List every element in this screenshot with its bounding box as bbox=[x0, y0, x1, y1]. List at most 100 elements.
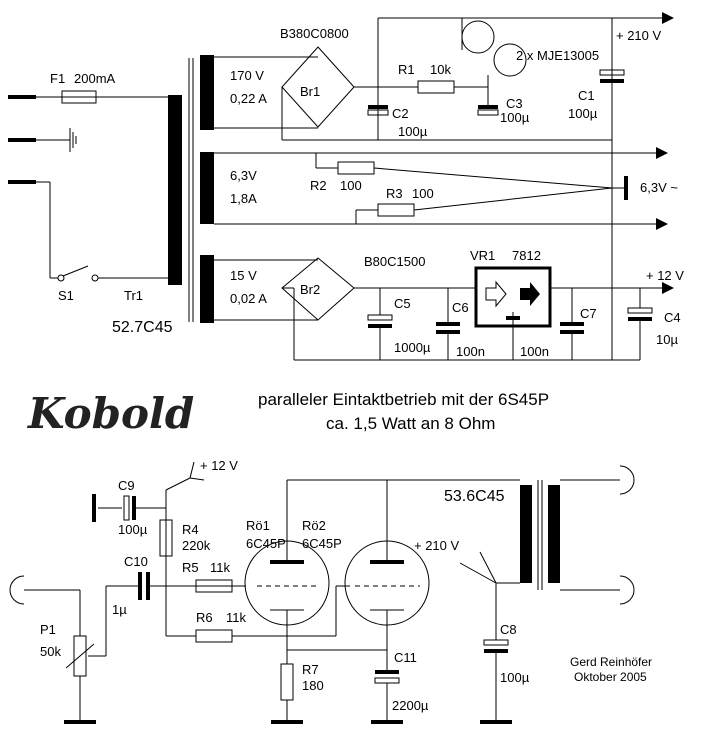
bridge-br1 bbox=[281, 46, 355, 128]
c11-label: C11 bbox=[394, 650, 417, 665]
br1-label: Br1 bbox=[300, 84, 320, 99]
mains-input bbox=[8, 90, 160, 282]
c2-label: C2 bbox=[392, 106, 409, 121]
ro1-label: Rö1 bbox=[246, 518, 270, 533]
r4-label: R4 bbox=[182, 522, 199, 537]
c3-label: C3 bbox=[506, 96, 523, 111]
br2-type: B80C1500 bbox=[364, 254, 425, 269]
c1-value: 100µ bbox=[568, 106, 598, 121]
c1-capacitor bbox=[599, 69, 625, 76]
r2-resistor bbox=[337, 161, 375, 175]
amp-12v-label: + 12 V bbox=[200, 458, 238, 473]
f1-value: 200mA bbox=[74, 71, 116, 86]
p1-label: P1 bbox=[40, 622, 56, 637]
out-63-label: 6,3V ~ bbox=[640, 180, 678, 195]
r5-resistor bbox=[195, 579, 233, 593]
r7-resistor bbox=[280, 663, 294, 701]
c9-capacitor bbox=[123, 495, 130, 521]
output-transformer-type: 53.6C45 bbox=[444, 488, 505, 505]
r7-value: 180 bbox=[302, 678, 324, 693]
out-210-arrow bbox=[662, 12, 674, 24]
sec2-current: 1,8A bbox=[230, 191, 257, 206]
c10-label: C10 bbox=[124, 554, 148, 569]
transistor-q1 bbox=[461, 20, 495, 54]
out-12-label: + 12 V bbox=[646, 268, 684, 283]
regulator-in-arrow bbox=[485, 280, 507, 308]
c4-label: C4 bbox=[664, 310, 681, 325]
c6-value: 100n bbox=[456, 344, 485, 359]
c6-label: C6 bbox=[452, 300, 469, 315]
r2-value: 100 bbox=[340, 178, 362, 193]
r2-label: R2 bbox=[310, 178, 327, 193]
title-line-1: paralleler Eintaktbetrieb mit der 6S45P bbox=[258, 390, 549, 409]
amplifier bbox=[9, 461, 635, 724]
c1-label: C1 bbox=[578, 88, 595, 103]
c8-capacitor bbox=[483, 639, 509, 646]
c7-label: C7 bbox=[580, 306, 597, 321]
c11-value: 2200µ bbox=[392, 698, 429, 713]
s1-label: S1 bbox=[58, 288, 74, 303]
author: Gerd Reinhöfer bbox=[570, 655, 652, 669]
vr1-type: 7812 bbox=[512, 248, 541, 263]
r1-resistor bbox=[417, 80, 455, 94]
r3-resistor bbox=[377, 203, 415, 217]
r6-label: R6 bbox=[196, 610, 213, 625]
regulator-out-arrow bbox=[520, 282, 540, 306]
c10-value: 1µ bbox=[112, 602, 127, 617]
r6-resistor bbox=[195, 629, 233, 643]
c4-value: 10µ bbox=[656, 332, 678, 347]
c8-value: 100µ bbox=[500, 670, 530, 685]
out-210-label: + 210 V bbox=[616, 28, 662, 43]
switch-s1 bbox=[57, 274, 65, 282]
sec1-voltage: 170 V bbox=[230, 68, 264, 83]
c8-label: C8 bbox=[500, 622, 517, 637]
input-jack bbox=[9, 575, 25, 605]
hv-supply bbox=[214, 12, 674, 360]
c5-capacitor bbox=[367, 314, 393, 321]
output-jack-1 bbox=[619, 465, 635, 495]
output-jack-2 bbox=[619, 575, 635, 605]
sec1-current: 0,22 A bbox=[230, 91, 267, 106]
tr1-label: Tr1 bbox=[124, 288, 143, 303]
r3-label: R3 bbox=[386, 186, 403, 201]
ro1-type: 6C45P bbox=[246, 536, 286, 551]
output-transformer-primary bbox=[520, 485, 532, 583]
amp-210v-label: + 210 V bbox=[414, 538, 460, 553]
c9-label: C9 bbox=[118, 478, 135, 493]
p1-value: 50k bbox=[40, 644, 61, 659]
c4-capacitor bbox=[627, 307, 653, 314]
r6-value: 11k bbox=[226, 610, 246, 625]
c5-label: C5 bbox=[394, 296, 411, 311]
sec3-current: 0,02 A bbox=[230, 291, 267, 306]
date: Oktober 2005 bbox=[574, 670, 647, 684]
transistor-q2 bbox=[493, 43, 527, 77]
vr1-label: VR1 bbox=[470, 248, 495, 263]
regulator-supply bbox=[214, 257, 674, 361]
kobold-logo: Kobold bbox=[27, 389, 194, 438]
c5-value: 1000µ bbox=[394, 340, 431, 355]
c3-value: 100µ bbox=[500, 110, 530, 125]
output-transformer-secondary bbox=[548, 485, 560, 583]
c2-capacitor bbox=[368, 105, 388, 109]
transformer-tr1 bbox=[160, 55, 214, 323]
c2-value: 100µ bbox=[398, 124, 428, 139]
f1-label: F1 bbox=[50, 71, 65, 86]
br2-label: Br2 bbox=[300, 282, 320, 297]
tr1-type: 52.7C45 bbox=[112, 319, 173, 336]
r7-label: R7 bbox=[302, 662, 319, 677]
r1-value: 10k bbox=[430, 62, 451, 77]
r4-value: 220k bbox=[182, 538, 211, 553]
ro2-label: Rö2 bbox=[302, 518, 326, 533]
sec2-voltage: 6,3V bbox=[230, 168, 257, 183]
bridge-br2 bbox=[281, 257, 355, 321]
c9-value: 100µ bbox=[118, 522, 148, 537]
r4-resistor bbox=[159, 519, 173, 557]
heater-supply bbox=[214, 147, 668, 230]
sec3-voltage: 15 V bbox=[230, 268, 257, 283]
c3-capacitor bbox=[478, 105, 498, 109]
r5-label: R5 bbox=[182, 560, 199, 575]
ro2-type: 6C45P bbox=[302, 536, 342, 551]
transistor-label: 2 x MJE13005 bbox=[516, 48, 599, 63]
